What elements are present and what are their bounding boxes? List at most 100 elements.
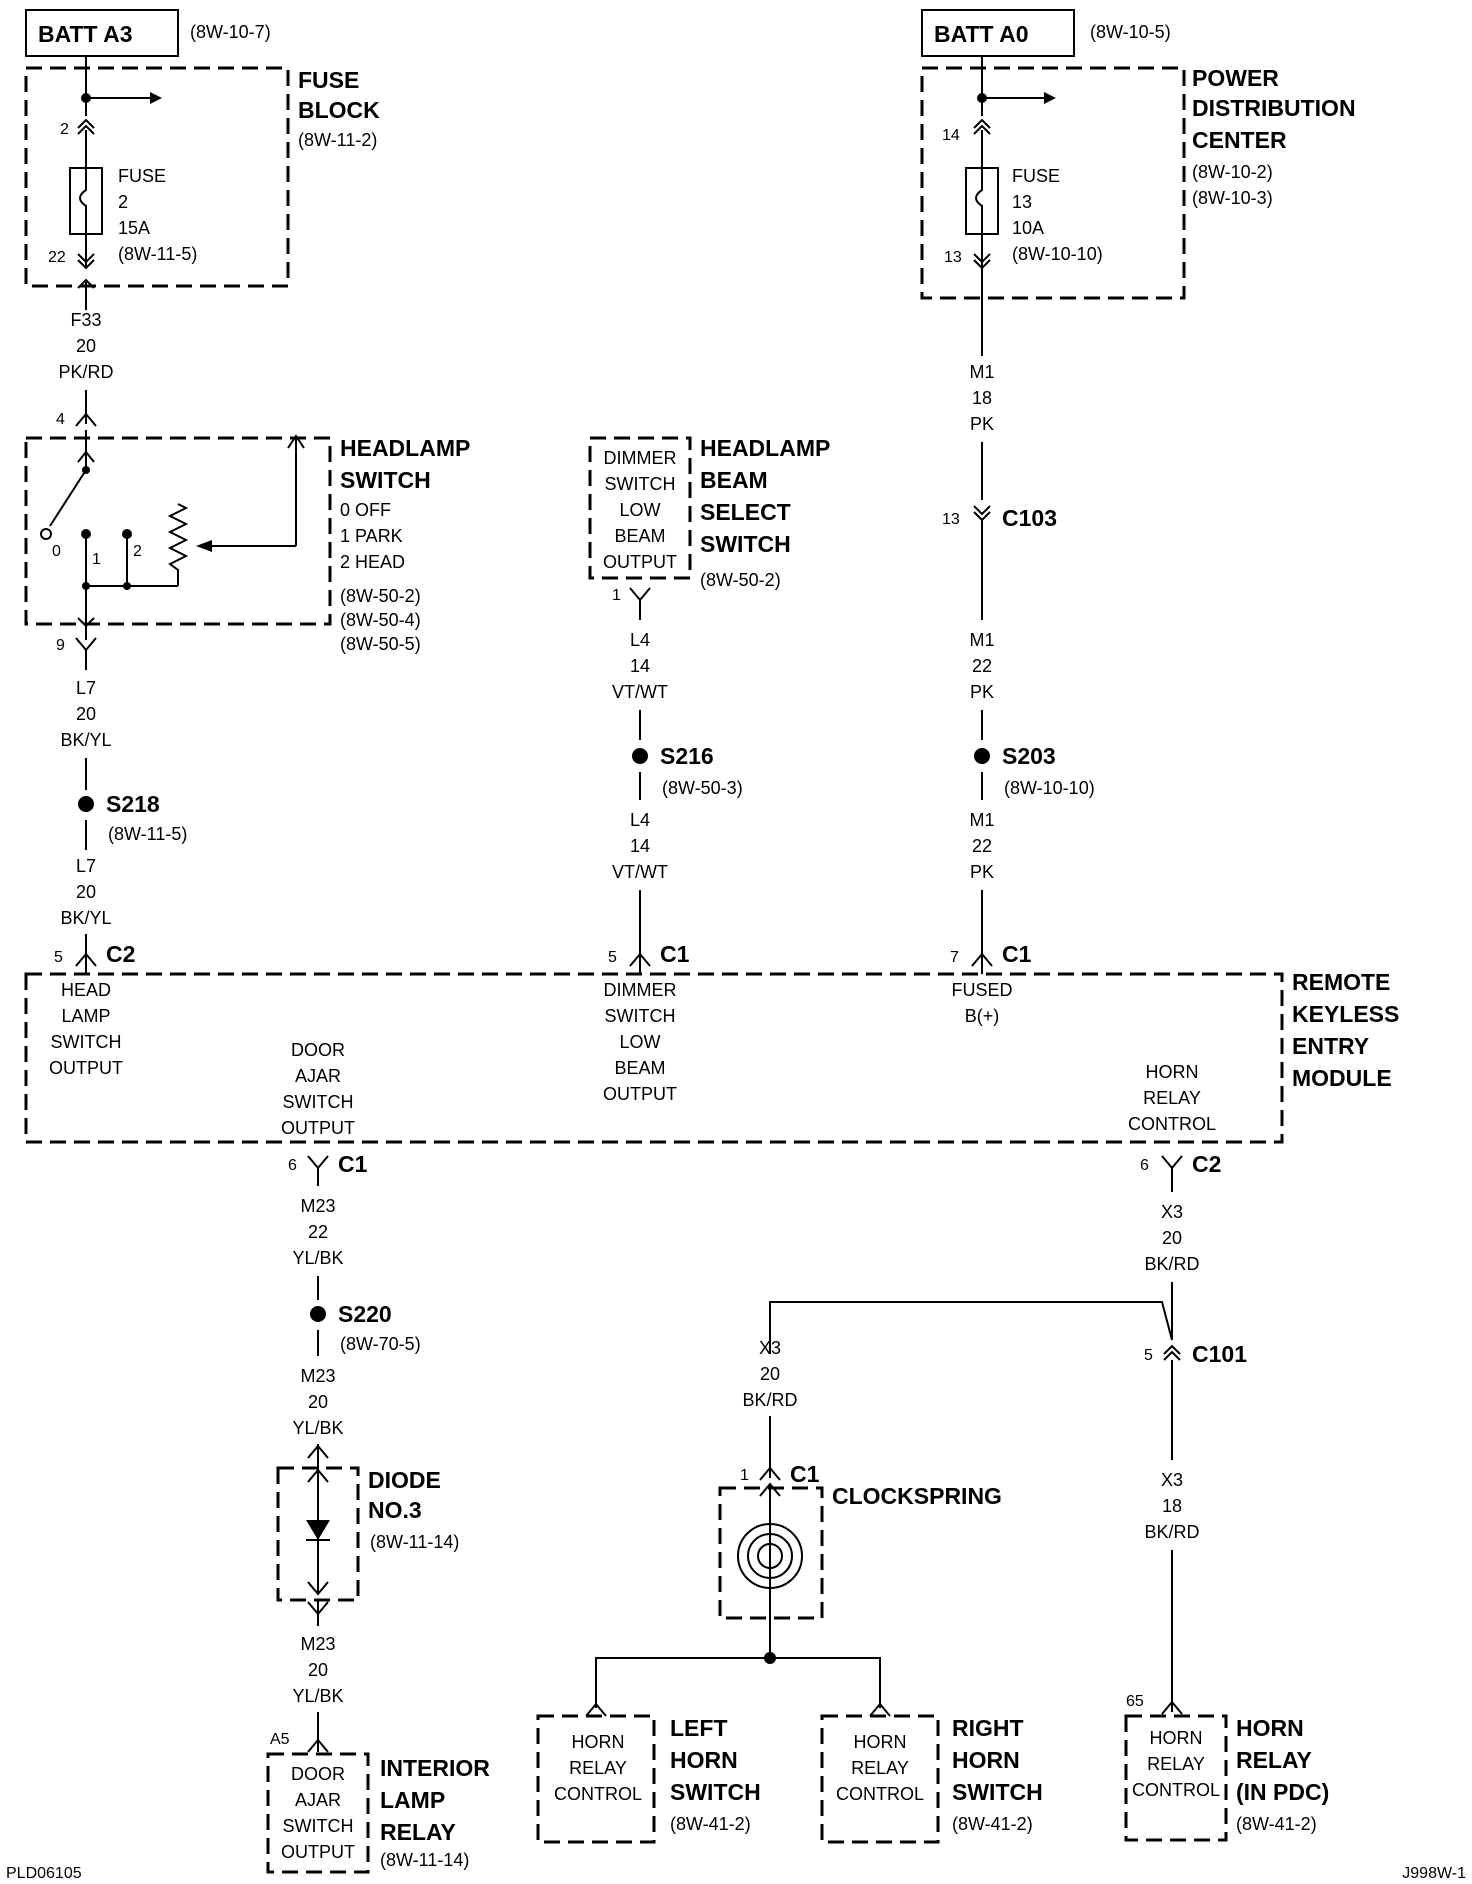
s220-ref: (8W-70-5) [340, 1334, 421, 1354]
interior-lamp-relay: A5 DOOR AJAR SWITCH OUTPUT INTERIOR LAMP… [266, 1731, 490, 1874]
rke-da-2: AJAR [295, 1066, 341, 1086]
wire-m23-middle: M23 20 YL/BK [292, 1366, 343, 1438]
wire-m1-a-gauge: 18 [972, 388, 992, 408]
interior-relay-title-1: INTERIOR [380, 1755, 490, 1781]
rke-hr-3: CONTROL [1128, 1114, 1216, 1134]
s220-name: S220 [338, 1301, 392, 1327]
interior-relay-pin: A5 [270, 1731, 290, 1748]
wire-l7-a-circuit: L7 [76, 678, 96, 698]
wire-x3-b-gauge: 20 [1162, 1228, 1182, 1248]
c101-name: C101 [1192, 1341, 1247, 1367]
rke-title-1: REMOTE [1292, 969, 1390, 995]
horn-relay-title-1: HORN [1236, 1715, 1304, 1741]
beam-box-4: BEAM [614, 526, 665, 546]
fuse-2-num: 2 [118, 192, 128, 212]
headlamp-switch-pin-in: 4 [56, 411, 65, 428]
diode-title-2: NO.3 [368, 1497, 422, 1523]
wire-m23-a-gauge: 22 [308, 1222, 328, 1242]
interior-relay-title-2: LAMP [380, 1787, 445, 1813]
rke-hl-1: HEAD [61, 980, 111, 1000]
wire-l4-a-color: VT/WT [612, 682, 668, 702]
rke-dm-1: DIMMER [604, 980, 677, 1000]
wire-l7-b-color: BK/YL [60, 908, 111, 928]
right-horn-box-2: RELAY [851, 1758, 909, 1778]
beam-pin: 1 [612, 587, 621, 604]
wire-m1-b-gauge: 22 [972, 656, 992, 676]
rke-dm-3: LOW [619, 1032, 660, 1052]
headlamp-beam-select-switch: DIMMER SWITCH LOW BEAM OUTPUT HEADLAMP B… [588, 435, 830, 604]
clockspring: 1 C1 CLOCKSPRING [718, 1461, 1002, 1620]
left-horn-title-2: HORN [670, 1747, 738, 1773]
batt-a3-label: BATT A3 [38, 21, 133, 47]
wire-f33-gauge: 20 [76, 336, 96, 356]
left-horn-title-3: SWITCH [670, 1779, 761, 1805]
pdc-title-2: DISTRIBUTION [1192, 95, 1356, 121]
wire-m23-upper: M23 22 YL/BK [292, 1196, 343, 1268]
batt-a0-label: BATT A0 [934, 21, 1029, 47]
batt-a0-source: BATT A0 (8W-10-5) [921, 9, 1171, 57]
fuse-2: FUSE 2 15A (8W-11-5) [118, 166, 197, 264]
wire-x3-a-circuit: X3 [759, 1338, 781, 1358]
fuse-block-pin-out: 22 [48, 249, 66, 266]
pdc-title-1: POWER [1192, 65, 1279, 91]
rke-title-3: ENTRY [1292, 1033, 1369, 1059]
wire-m23-a-color: YL/BK [292, 1248, 343, 1268]
left-horn-switch: HORN RELAY CONTROL LEFT HORN SWITCH (8W-… [536, 1714, 761, 1844]
right-horn-box-1: HORN [854, 1732, 907, 1752]
rke-hr-1: HORN [1146, 1062, 1199, 1082]
fuse-13-num: 13 [1012, 192, 1032, 212]
rke-da-1: DOOR [291, 1040, 345, 1060]
pdc-ref-2: (8W-10-3) [1192, 188, 1273, 208]
splice-s218: S218 (8W-11-5) [78, 791, 187, 844]
rke-da-4: OUTPUT [281, 1118, 355, 1138]
rke-da-3: SWITCH [283, 1092, 354, 1112]
wire-x3-relay: X3 18 BK/RD [1144, 1470, 1199, 1542]
wire-m23-c-circuit: M23 [300, 1634, 335, 1654]
right-horn-title-2: HORN [952, 1747, 1020, 1773]
rke-conn-c1c: C1 [338, 1151, 368, 1177]
interior-relay-box-1: DOOR [291, 1764, 345, 1784]
clockspring-pin: 1 [740, 1467, 749, 1484]
wire-x3-b-color: BK/RD [1144, 1254, 1199, 1274]
pdc-ref-1: (8W-10-2) [1192, 162, 1273, 182]
footer-right: J998W-1 [1402, 1865, 1466, 1882]
beam-box-3: LOW [619, 500, 660, 520]
rke-conn-c1a-pin: 5 [608, 949, 617, 966]
beam-ref: (8W-50-2) [700, 570, 781, 590]
wire-x3-clockspring: X3 20 BK/RD [742, 1338, 797, 1410]
beam-box-5: OUTPUT [603, 552, 677, 572]
fuse-2-rating: 15A [118, 218, 150, 238]
batt-a3-source: BATT A3 (8W-10-7) [25, 9, 271, 57]
horn-relay-box-3: CONTROL [1132, 1780, 1220, 1800]
wire-m23-lower: M23 20 YL/BK [292, 1634, 343, 1706]
headlamp-switch: 4 0 1 2 HEADLAMP SWITCH 0 OFF 1 PARK 2 H… [24, 411, 470, 654]
wire-m1-c-gauge: 22 [972, 836, 992, 856]
left-horn-box-2: RELAY [569, 1758, 627, 1778]
pdc-pin-out: 13 [944, 249, 962, 266]
fuse-13-word: FUSE [1012, 166, 1060, 186]
rke-conn-c1b-pin: 7 [950, 949, 959, 966]
wire-f33-color: PK/RD [58, 362, 113, 382]
pdc-pin-in: 14 [942, 127, 960, 144]
interior-relay-box-3: SWITCH [283, 1816, 354, 1836]
interior-relay-box-4: OUTPUT [281, 1842, 355, 1862]
left-horn-box-1: HORN [572, 1732, 625, 1752]
diode-title-1: DIODE [368, 1467, 441, 1493]
rke-conn-c2b: C2 [1192, 1151, 1221, 1177]
wire-x3-rke: X3 20 BK/RD [1144, 1202, 1199, 1274]
wire-f33-circuit: F33 [70, 310, 101, 330]
rke-hr-2: RELAY [1143, 1088, 1201, 1108]
pdc-title-3: CENTER [1192, 127, 1287, 153]
wire-l7-b-circuit: L7 [76, 856, 96, 876]
beam-title-1: HEADLAMP [700, 435, 830, 461]
wire-m23-b-color: YL/BK [292, 1418, 343, 1438]
diode-ref: (8W-11-14) [370, 1532, 459, 1552]
wire-m1-lower: M1 22 PK [969, 810, 994, 882]
headlamp-switch-contact-1: 1 [92, 551, 101, 568]
s216-ref: (8W-50-3) [662, 778, 743, 798]
right-horn-title-1: RIGHT [952, 1715, 1024, 1741]
wire-l7-lower: L7 20 BK/YL [60, 856, 111, 928]
clockspring-conn: C1 [790, 1461, 820, 1487]
splice-s203: S203 (8W-10-10) [974, 743, 1095, 798]
